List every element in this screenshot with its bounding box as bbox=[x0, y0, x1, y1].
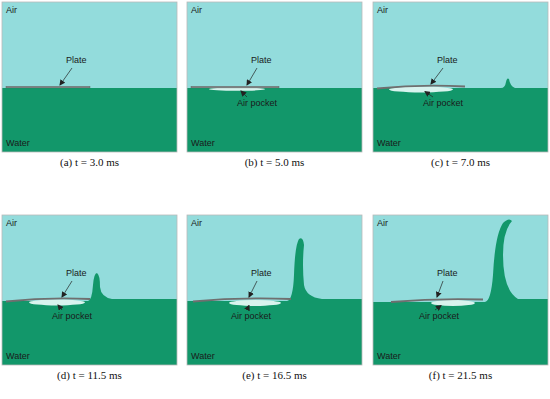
panel-caption: (b) t = 5.0 ms bbox=[245, 157, 305, 168]
region-label: Air bbox=[377, 6, 388, 15]
region-label: Water bbox=[6, 139, 30, 148]
region-label: Water bbox=[6, 352, 30, 361]
part-label: Plate bbox=[437, 56, 458, 65]
region-label: Water bbox=[191, 139, 215, 148]
panel-caption: (d) t = 11.5 ms bbox=[57, 370, 122, 381]
panel-caption: (c) t = 7.0 ms bbox=[431, 157, 490, 168]
part-label: Plate bbox=[251, 56, 272, 65]
part-label: Air pocket bbox=[237, 99, 277, 108]
region-label: Water bbox=[377, 352, 401, 361]
region-label: Air bbox=[6, 219, 17, 228]
part-label: Air pocket bbox=[52, 312, 92, 321]
panel-caption: (a) t = 3.0 ms bbox=[60, 157, 119, 168]
part-label: Plate bbox=[437, 269, 458, 278]
part-label: Plate bbox=[66, 269, 87, 278]
region-label: Air bbox=[6, 6, 17, 15]
part-label: Air pocket bbox=[419, 312, 459, 321]
part-label: Air pocket bbox=[231, 312, 271, 321]
region-label: Air bbox=[377, 219, 388, 228]
part-label: Plate bbox=[251, 269, 272, 278]
panel-caption: (f) t = 21.5 ms bbox=[429, 370, 492, 381]
region-label: Air bbox=[191, 219, 202, 228]
panel-caption: (e) t = 16.5 ms bbox=[242, 370, 307, 381]
region-label: Air bbox=[191, 6, 202, 15]
region-label: Water bbox=[191, 352, 215, 361]
part-label: Plate bbox=[66, 56, 87, 65]
part-label: Air pocket bbox=[423, 99, 463, 108]
region-label: Water bbox=[377, 139, 401, 148]
